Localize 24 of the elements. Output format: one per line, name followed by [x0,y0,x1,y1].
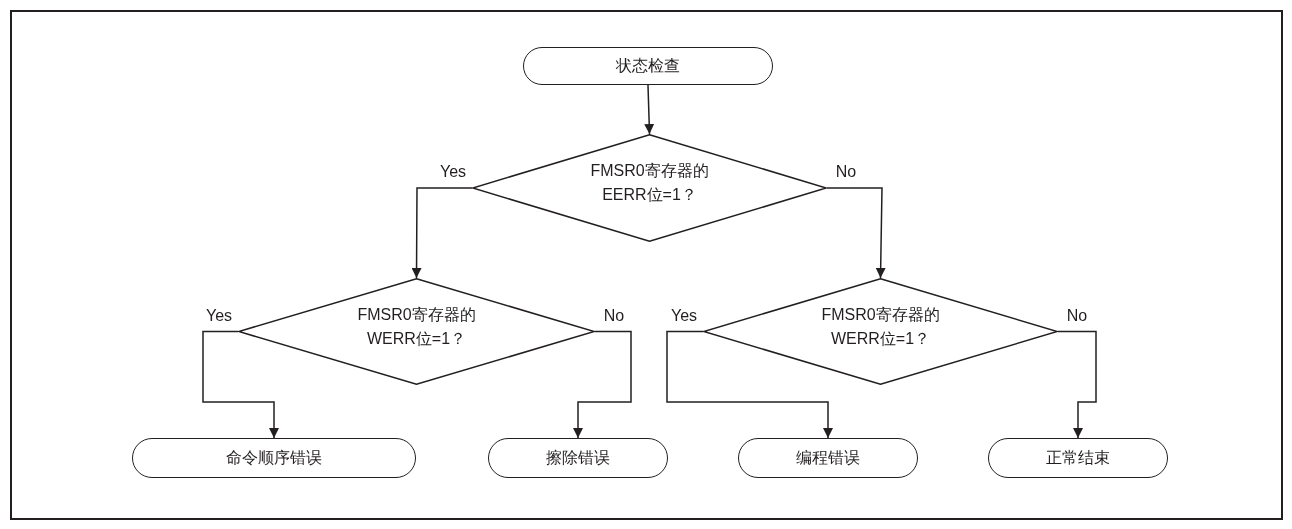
condition-text: FMSR0寄存器的WERR位=1？ [820,304,941,349]
decision-diamond [472,134,827,242]
edge-label: No [835,164,857,180]
arrow [202,330,279,439]
terminal-box: 编程错误 [738,438,918,478]
terminal-box: 状态检查 [523,47,773,85]
edge-label: Yes [439,164,467,180]
arrow [644,84,655,135]
edge-label: Yes [205,307,233,324]
edge-label: Yes [670,307,698,324]
terminal-box: 正常结束 [988,438,1168,478]
arrow [573,330,632,439]
condition-text: FMSR0寄存器的WERR位=1？ [356,304,477,349]
arrow [826,187,886,279]
arrow [666,330,833,439]
edge-label: No [1066,307,1088,324]
terminal-box: 命令顺序错误 [132,438,416,478]
arrow [411,187,473,279]
decision-diamond [703,278,1058,385]
arrow [1057,330,1097,439]
edge-label: No [603,307,625,324]
condition-text: FMSR0寄存器的EERR位=1？ [589,161,710,205]
decision-diamond [238,278,595,385]
terminal-box: 擦除错误 [488,438,668,478]
